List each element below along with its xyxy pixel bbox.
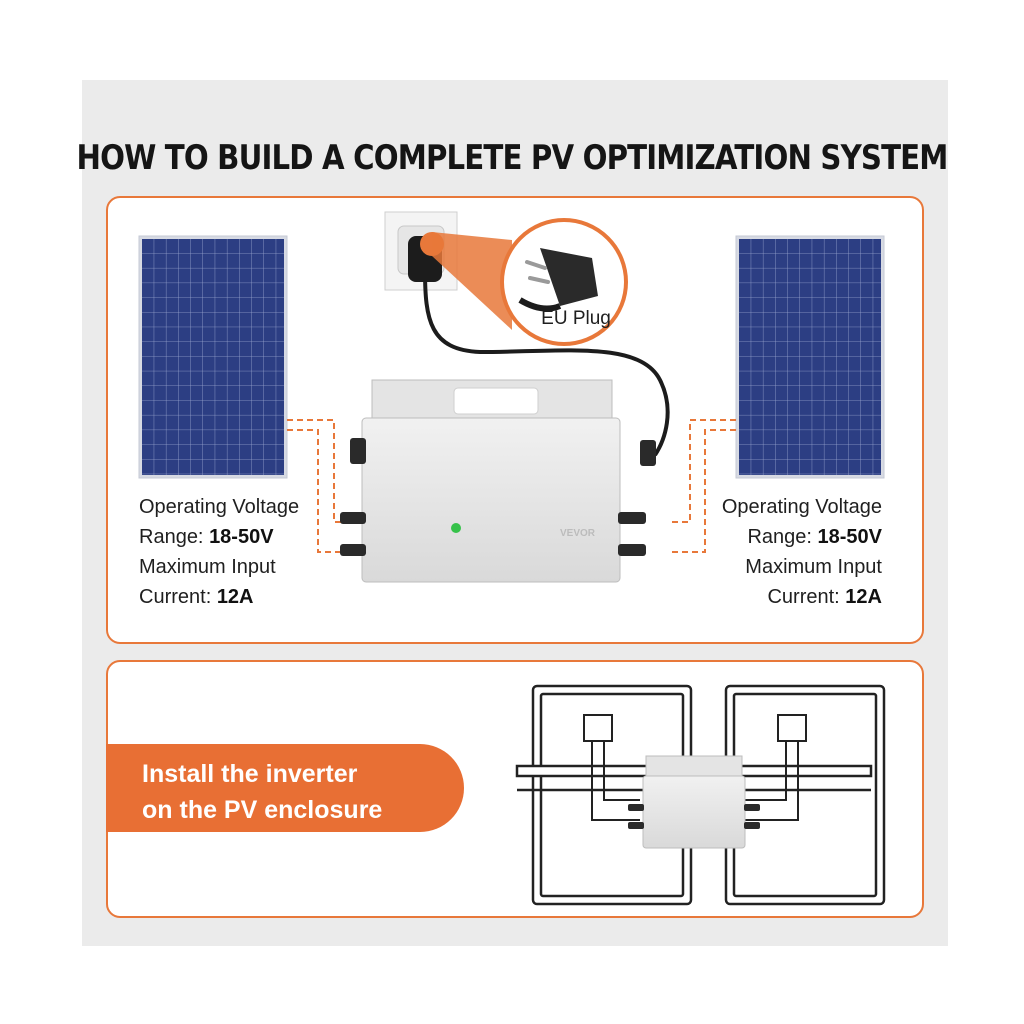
page-title: HOW TO BUILD A COMPLETE PV OPTIMIZATION … (76, 138, 948, 178)
callout-connector (432, 232, 512, 330)
left-current-value: 12A (216, 586, 254, 608)
right-voltage-label: Operating Voltage (721, 496, 882, 518)
right-solar-panel-icon (735, 235, 885, 479)
mini-inverter-icon (628, 755, 760, 849)
left-solar-panel-icon (138, 235, 288, 479)
eu-plug-label: EU Plug (541, 308, 611, 329)
junction-boxes (583, 714, 807, 821)
install-banner-text: Install the inverter on the PV enclosure (142, 756, 462, 828)
inverter-icon: VEVOR (340, 379, 656, 583)
right-current-label: Maximum Input (745, 556, 882, 578)
inverter-brand-logo: VEVOR (560, 528, 596, 539)
left-current-prefix: Current: (139, 586, 212, 608)
right-current-value: 12A (845, 586, 882, 608)
left-voltage-label: Operating Voltage (139, 496, 300, 518)
right-spec-block: Operating Voltage Range: 18-50V Maximum … (722, 492, 882, 612)
left-range-label: Range: (139, 526, 204, 548)
eu-plug-icon (518, 248, 598, 312)
install-banner (106, 744, 464, 832)
left-current-label: Maximum Input (139, 556, 276, 578)
install-banner-line2: on the PV enclosure (142, 796, 383, 824)
status-led-icon (451, 523, 461, 533)
power-cable (423, 269, 670, 457)
left-spec-block: Operating Voltage Range: 18-50V Maximum … (139, 492, 299, 612)
eu-plug-callout (500, 218, 628, 346)
right-range-value: 18-50V (817, 526, 883, 548)
right-range-label: Range: (747, 526, 812, 548)
right-current-prefix: Current: (767, 586, 840, 608)
left-range-value: 18-50V (209, 526, 274, 548)
install-banner-line1: Install the inverter (142, 760, 358, 788)
connection-lines (287, 419, 736, 553)
